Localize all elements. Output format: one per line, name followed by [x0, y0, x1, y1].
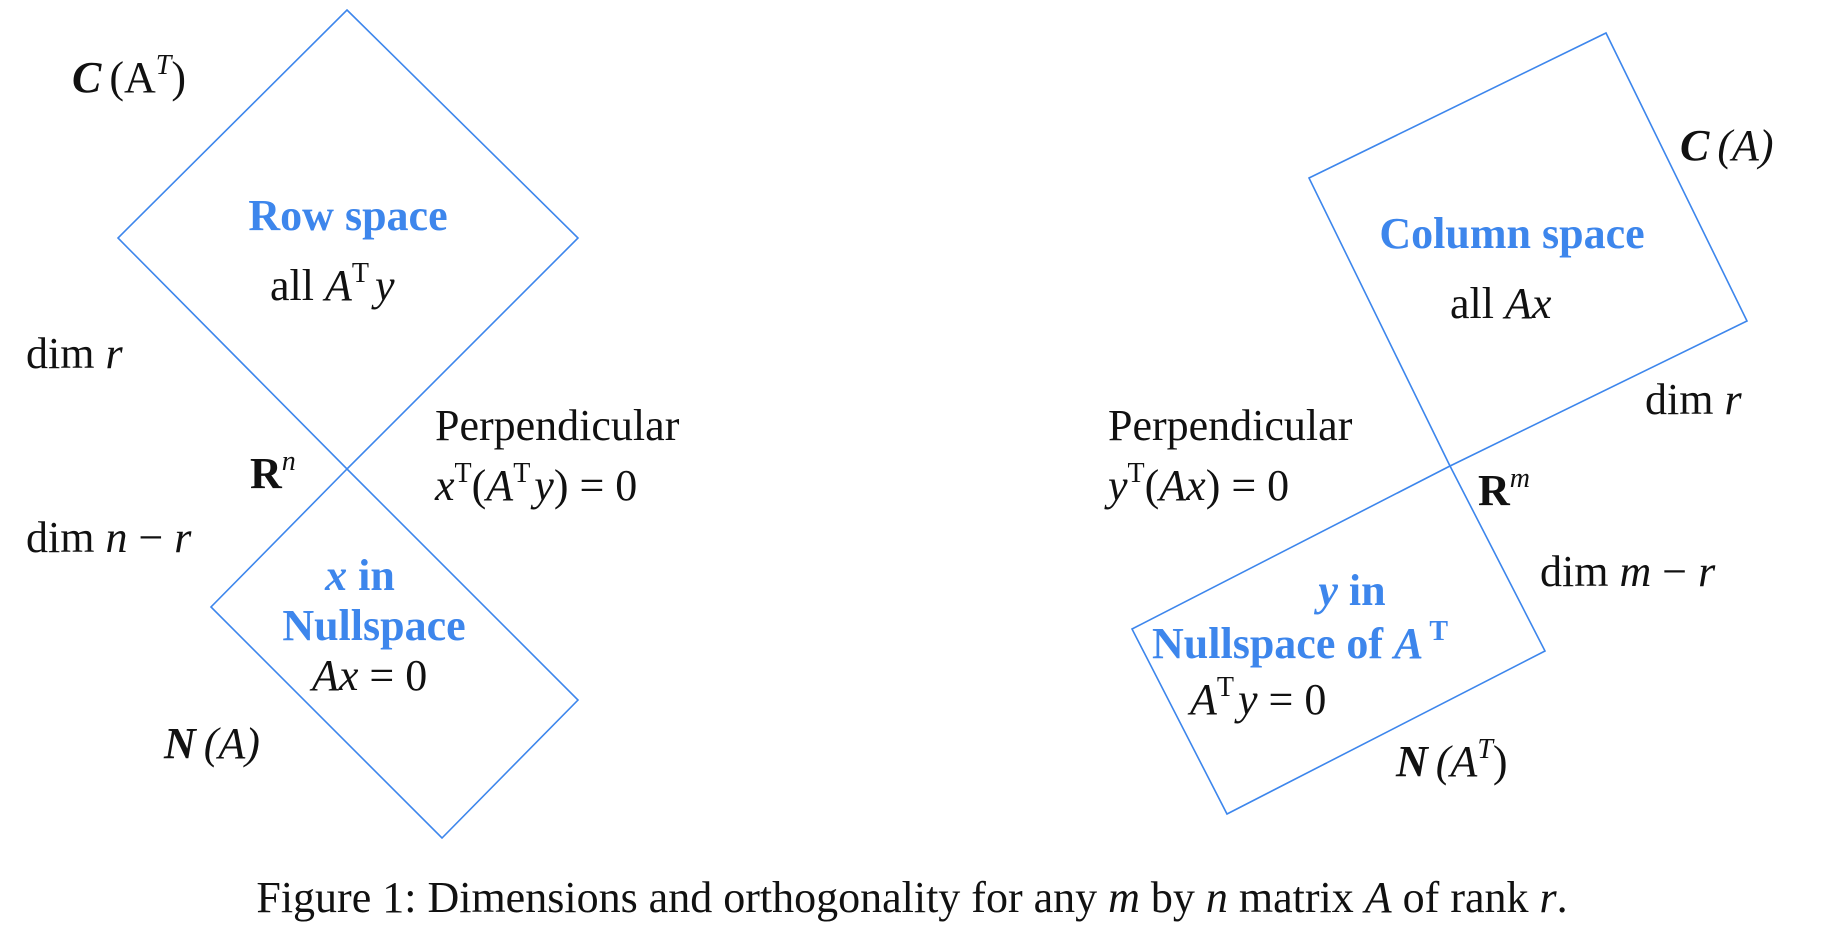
right-orthogonality-equation: yT(Ax) = 0: [1104, 458, 1289, 510]
left-nullspace-dimension: dim m − r: [1540, 547, 1716, 596]
column-space-title: Column space: [1379, 209, 1644, 258]
nullspace-title: Nullspace: [282, 601, 465, 650]
left-perpendicular-label: Perpendicular: [435, 401, 680, 450]
left-nullspace-symbol: N(AT): [1395, 734, 1508, 786]
column-space-content: all Ax: [1450, 279, 1552, 328]
left-nullspace-y-in: y in: [1313, 566, 1385, 615]
nullspace-symbol: N(A): [163, 719, 260, 768]
ambient-space-rm: Rm: [1478, 463, 1530, 515]
row-space-symbol: C(AT): [72, 50, 186, 102]
right-perpendicular-label: Perpendicular: [1108, 401, 1353, 450]
ambient-space-rn: Rn: [250, 446, 296, 498]
left-nullspace-equation: ATy = 0: [1187, 672, 1326, 724]
row-space-title: Row space: [248, 191, 447, 240]
row-space-dimension: dim r: [26, 329, 123, 378]
nullspace-square: [209, 467, 580, 840]
nullspace-equation: Ax = 0: [309, 651, 427, 700]
column-space-dimension: dim r: [1645, 375, 1742, 424]
nullspace-dimension: dim n − r: [26, 513, 192, 562]
left-orthogonality-equation: xT(ATy) = 0: [434, 458, 637, 510]
figure-caption: Figure 1: Dimensions and orthogonality f…: [256, 873, 1567, 922]
column-space-rectangle: [1307, 31, 1749, 468]
column-space-symbol: C(A): [1680, 121, 1774, 170]
left-nullspace-rectangle: [1130, 464, 1547, 816]
nullspace-x-in: x in: [324, 551, 395, 600]
